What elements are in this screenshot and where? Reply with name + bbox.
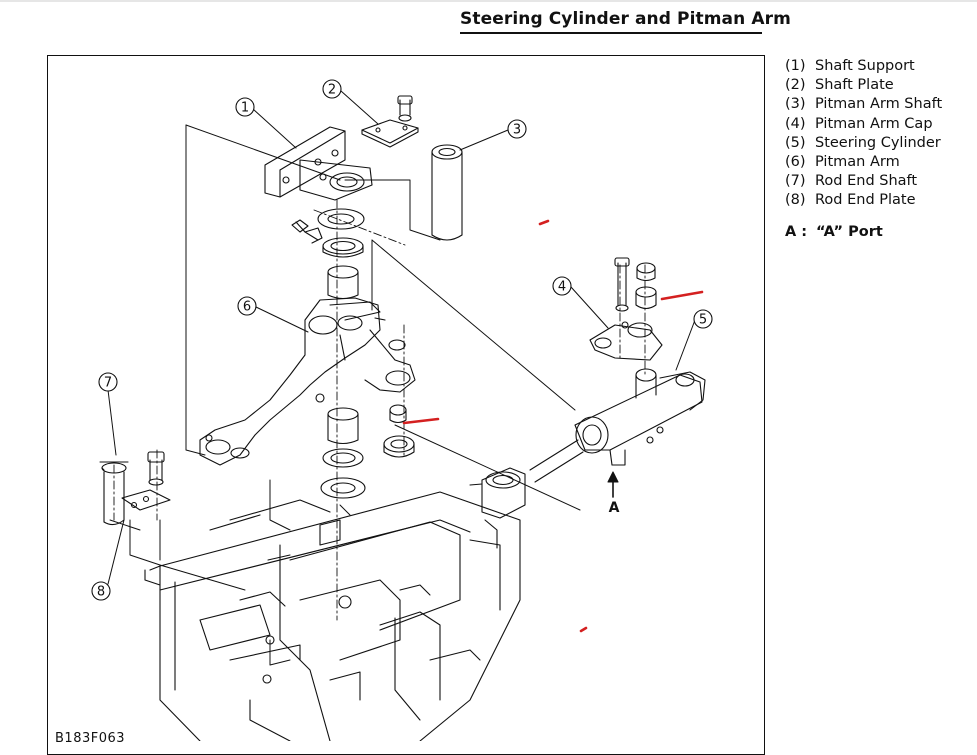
legend-label: Shaft Plate xyxy=(815,77,894,94)
legend-label: Steering Cylinder xyxy=(815,134,941,151)
port-a-label: A xyxy=(609,500,620,516)
callout-5-text: 5 xyxy=(699,313,707,328)
callout-7-text: 7 xyxy=(104,376,112,391)
legend-item: (2) Shaft Plate xyxy=(785,76,942,95)
legend-item: (8) Rod End Plate xyxy=(785,191,942,210)
guide-lines xyxy=(109,124,581,666)
legend-label: Pitman Arm Shaft xyxy=(815,96,943,113)
legend-label: Rod End Plate xyxy=(815,192,916,209)
parts-legend: (1) Shaft Support (2) Shaft Plate (3) Pitma… xyxy=(785,57,942,211)
shaft-support-drawing xyxy=(264,126,373,244)
page-top-edge xyxy=(0,0,977,2)
legend-label: Pitman Arm Cap xyxy=(815,115,933,132)
legend-number: (3) xyxy=(785,96,806,113)
callout-3-text: 3 xyxy=(513,123,521,138)
axle-frame-drawing xyxy=(144,491,521,741)
legend-number: (1) xyxy=(785,58,806,74)
pitman-arm-shaft-drawing xyxy=(431,144,463,241)
legend-item: (7) Rod End Shaft xyxy=(785,172,942,191)
legend-item: (3) Pitman Arm Shaft xyxy=(785,95,942,114)
legend-number: (6) xyxy=(785,154,806,171)
shaft-plate-drawing xyxy=(361,95,419,148)
callout-6-text: 6 xyxy=(243,300,251,315)
port-legend: A : “A” Port xyxy=(785,224,883,240)
legend-number: (2) xyxy=(785,77,806,94)
port-key: A : xyxy=(785,224,808,240)
callout-circles xyxy=(91,79,713,601)
legend-item: (4) Pitman Arm Cap xyxy=(785,115,942,134)
pitman-arm-drawing xyxy=(199,297,416,466)
legend-number: (5) xyxy=(785,134,806,151)
callout-numbers: 1 2 3 4 5 6 7 8 xyxy=(97,83,707,600)
legend-label: Pitman Arm xyxy=(815,154,900,171)
legend-item: (6) Pitman Arm xyxy=(785,153,942,172)
rod-end-parts-drawing xyxy=(99,451,171,526)
callout-4-text: 4 xyxy=(558,280,566,295)
callout-leaders xyxy=(107,90,696,585)
pitman-arm-cap-drawing xyxy=(589,257,663,361)
upper-bushings-drawing xyxy=(317,208,365,300)
callout-8-text: 8 xyxy=(97,585,105,600)
title-underline xyxy=(460,32,762,34)
figure-code: B183F063 xyxy=(55,731,126,746)
callout-2-text: 2 xyxy=(328,83,336,98)
legend-item: (1) Shaft Support xyxy=(785,57,942,76)
legend-number: (7) xyxy=(785,173,806,190)
legend-label: Shaft Support xyxy=(815,58,915,74)
legend-number: (8) xyxy=(785,192,806,209)
legend-number: (4) xyxy=(785,115,806,132)
page-title: Steering Cylinder and Pitman Arm xyxy=(460,9,791,29)
red-markups xyxy=(402,219,704,633)
port-label: “A” Port xyxy=(816,224,883,240)
steering-cylinder-drawing xyxy=(469,368,706,519)
port-a-marker: A xyxy=(607,471,620,516)
lower-bushings-drawing xyxy=(320,339,415,499)
legend-item: (5) Steering Cylinder xyxy=(785,134,942,153)
callout-1-text: 1 xyxy=(241,101,249,116)
legend-label: Rod End Shaft xyxy=(815,173,918,190)
